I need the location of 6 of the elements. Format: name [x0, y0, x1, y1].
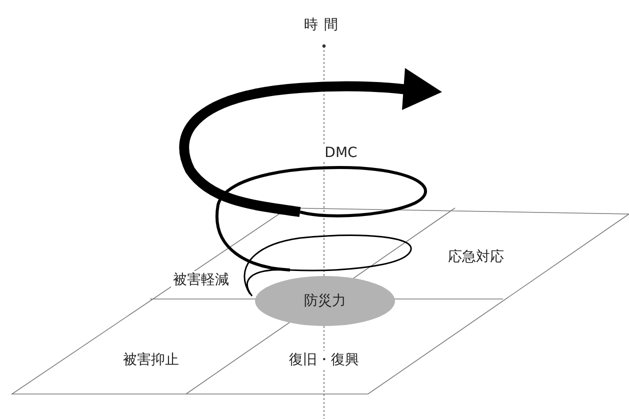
- region-label: DMC: [322, 145, 360, 161]
- region-label: 応急対応: [446, 248, 506, 266]
- region-label: 被害軽減: [171, 271, 231, 289]
- region-label: 被害抑止: [121, 351, 181, 369]
- region-label: 復旧・復興: [287, 351, 361, 369]
- node-label: 防災力: [304, 292, 346, 310]
